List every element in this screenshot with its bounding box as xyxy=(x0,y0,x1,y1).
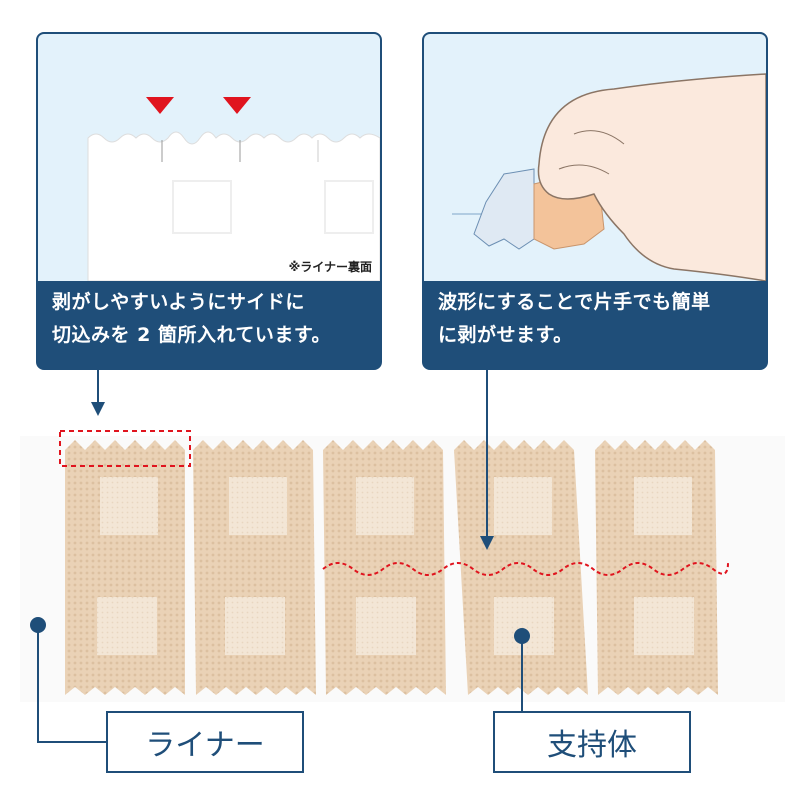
caption-line: 切込みを 2 箇所入れています。 xyxy=(52,324,331,346)
liner-leader xyxy=(37,625,106,743)
caption-line: 剥がしやすいようにサイドに xyxy=(52,291,305,313)
hand-peeling-drawing xyxy=(452,73,766,281)
liner-arrow-head xyxy=(91,402,105,416)
red-triangle-marker xyxy=(223,97,251,114)
wave-info-panel: 波形にすることで片手でも簡単 に剥がせます。 xyxy=(422,32,768,370)
pad-outline xyxy=(172,180,232,234)
peeling-illustration xyxy=(424,34,766,281)
liner-info-panel: ※ライナー裏面 剥がしやすいようにサイドに 切込みを 2 箇所入れています。 xyxy=(36,32,382,370)
gauze-pad xyxy=(225,597,285,655)
liner-label: ライナー xyxy=(106,711,304,773)
hand-shape xyxy=(537,73,766,281)
caption-line: 波形にすることで片手でも簡単 xyxy=(438,291,711,313)
liner-slit-highlight xyxy=(59,430,191,467)
gauze-pad xyxy=(356,597,416,655)
gauze-pad xyxy=(229,477,287,535)
liner-back-note: ※ライナー裏面 xyxy=(288,260,372,274)
liner-back-illustration: ※ライナー裏面 xyxy=(38,34,380,281)
gauze-pad xyxy=(494,477,552,535)
red-triangle-marker xyxy=(146,97,174,114)
gauze-pad xyxy=(356,477,414,535)
gauze-pad xyxy=(494,597,554,655)
gauze-pad xyxy=(97,597,157,655)
finger-line xyxy=(558,164,610,175)
gauze-pad xyxy=(634,597,694,655)
gauze-pad xyxy=(634,477,692,535)
support-label: 支持体 xyxy=(493,711,691,773)
finger-line xyxy=(573,130,625,145)
pad-outline xyxy=(324,180,374,234)
support-arrow-head xyxy=(480,536,494,550)
liner-caption: 剥がしやすいようにサイドに 切込みを 2 箇所入れています。 xyxy=(52,286,370,352)
wave-caption: 波形にすることで片手でも簡単 に剥がせます。 xyxy=(438,286,756,352)
liner-sheet xyxy=(87,131,380,281)
caption-line: に剥がせます。 xyxy=(438,324,573,346)
gauze-pad xyxy=(100,477,158,535)
liner-sheet-drawing xyxy=(87,97,380,281)
peeled-liner xyxy=(473,168,535,250)
